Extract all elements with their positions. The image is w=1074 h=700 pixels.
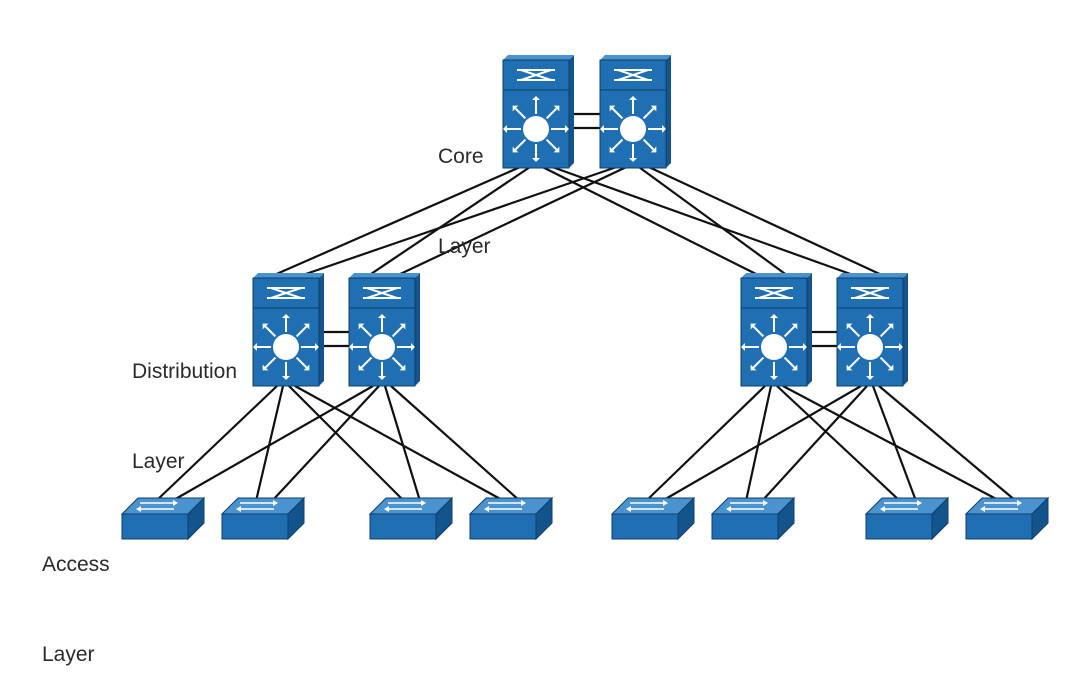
core-layer-label-line1: Core <box>438 145 484 168</box>
distribution-access-link <box>171 385 374 502</box>
access-switch-6 <box>710 496 796 541</box>
distribution-access-link <box>761 385 868 502</box>
access-switch-4 <box>468 496 554 541</box>
connection-links <box>155 112 1017 502</box>
access-switch-1 <box>120 496 206 541</box>
distribution-switch-1 <box>252 273 324 387</box>
network-devices <box>120 55 1050 541</box>
distribution-switch-4 <box>836 273 908 387</box>
core-distribution-link <box>646 165 885 277</box>
distribution-access-link <box>155 385 278 502</box>
core-layer-label-line2: Layer <box>438 235 491 258</box>
access-switch-8 <box>964 496 1050 541</box>
distribution-access-link <box>390 385 521 502</box>
network-hierarchy-diagram <box>120 55 1050 541</box>
core-switch-2 <box>599 55 671 169</box>
distribution-switch-2 <box>348 273 420 387</box>
core-distribution-link <box>299 164 620 278</box>
distribution-access-link <box>782 385 1001 502</box>
distribution-access-link <box>878 385 1017 502</box>
core-layer-label: Core Layer <box>438 82 491 292</box>
distribution-access-link <box>383 385 422 502</box>
distribution-access-link <box>776 385 901 502</box>
distribution-access-link <box>288 385 405 502</box>
core-distribution-link <box>271 164 523 278</box>
access-layer-label-line2: Layer <box>42 643 95 666</box>
access-layer-label: Access Layer <box>42 490 110 700</box>
distribution-switch-3 <box>740 273 812 387</box>
access-switch-3 <box>368 496 454 541</box>
core-switch-1 <box>502 55 574 169</box>
access-switch-5 <box>610 496 696 541</box>
distribution-layer-label: Distribution Layer <box>132 297 237 507</box>
access-layer-label-line1: Access <box>42 553 110 576</box>
distribution-access-link <box>254 385 285 502</box>
distribution-access-link <box>744 385 773 502</box>
access-switch-7 <box>864 496 950 541</box>
distribution-access-link <box>271 385 380 502</box>
distribution-layer-label-line1: Distribution <box>132 360 238 383</box>
distribution-layer-label-line2: Layer <box>132 450 185 473</box>
distribution-access-link <box>294 385 505 502</box>
core-distribution-link <box>549 164 857 278</box>
core-distribution-link <box>367 165 533 277</box>
distribution-access-link <box>871 385 918 502</box>
core-distribution-link <box>540 165 761 277</box>
distribution-access-link <box>661 385 862 502</box>
core-distribution-link <box>395 165 629 277</box>
core-distribution-link <box>636 165 789 277</box>
distribution-access-link <box>645 385 766 502</box>
access-switch-2 <box>220 496 306 541</box>
